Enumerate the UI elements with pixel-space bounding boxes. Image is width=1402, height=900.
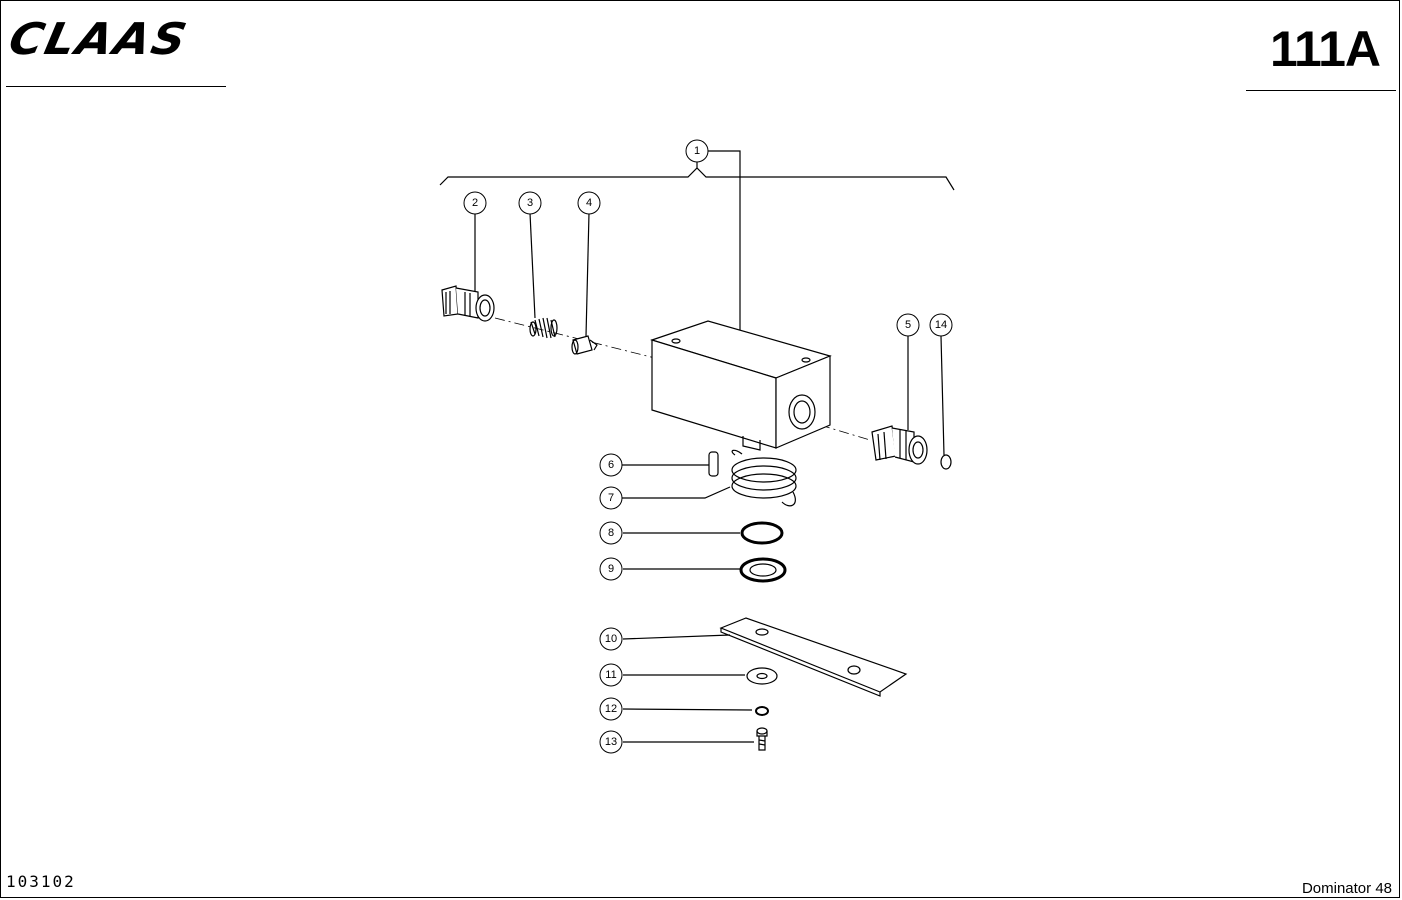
fitting-part-2 xyxy=(441,285,495,322)
callout-7: 7 xyxy=(608,492,614,504)
leader-14 xyxy=(940,335,945,456)
spring-part-3 xyxy=(529,317,558,339)
valve-pin-part-4 xyxy=(571,335,598,355)
callout-circle-11 xyxy=(599,663,623,687)
callout-circle-10 xyxy=(599,627,623,651)
callout-circle-14 xyxy=(929,313,953,337)
callout-circle-4 xyxy=(577,191,601,215)
bolt-part-13 xyxy=(756,727,768,751)
leader-12 xyxy=(622,708,753,711)
callout-circle-5 xyxy=(896,313,920,337)
valve-block-part-1 xyxy=(650,320,832,451)
header-rule-left xyxy=(6,86,226,87)
leader-3 xyxy=(529,212,536,319)
callout-circle-1 xyxy=(685,139,709,163)
callout-2: 2 xyxy=(472,197,478,209)
model-name: Dominator 48 xyxy=(1301,880,1392,897)
roll-pin-part-6 xyxy=(708,451,719,477)
leader-10 xyxy=(622,634,731,640)
callout-circle-3 xyxy=(518,191,542,215)
seal-ring-part-14 xyxy=(940,454,952,470)
o-ring-part-8 xyxy=(740,521,784,545)
torsion-spring-part-7 xyxy=(731,449,797,507)
callout-10: 10 xyxy=(605,633,617,645)
callout-circle-2 xyxy=(463,191,487,215)
document-number: 103102 xyxy=(6,872,76,891)
header-rule-right xyxy=(1246,90,1396,91)
callout-5: 5 xyxy=(905,319,911,331)
callout-circle-13 xyxy=(599,730,623,754)
washer-part-9 xyxy=(739,557,787,583)
lock-washer-part-12 xyxy=(755,706,769,716)
page-code: 111A xyxy=(1269,21,1381,77)
callout-14: 14 xyxy=(935,319,947,331)
callout-4: 4 xyxy=(586,197,592,209)
leader-1 xyxy=(708,150,741,330)
callout-circle-6 xyxy=(599,453,623,477)
callout-6: 6 xyxy=(608,459,614,471)
callout-9: 9 xyxy=(608,563,614,575)
callout-12: 12 xyxy=(605,703,617,715)
assembly-bracket xyxy=(439,167,955,191)
leader-4 xyxy=(585,212,590,337)
plate-part-10 xyxy=(719,617,908,697)
leader-7 xyxy=(622,486,731,499)
callout-circle-9 xyxy=(599,557,623,581)
callout-3: 3 xyxy=(527,197,533,209)
callout-circle-8 xyxy=(599,521,623,545)
callout-8: 8 xyxy=(608,527,614,539)
callout-circle-7 xyxy=(599,486,623,510)
callout-circle-12 xyxy=(599,697,623,721)
callout-13: 13 xyxy=(605,736,617,748)
callout-1: 1 xyxy=(694,145,700,157)
callout-11: 11 xyxy=(605,669,616,681)
fitting-part-5 xyxy=(871,425,928,465)
washer-part-11 xyxy=(746,667,778,685)
